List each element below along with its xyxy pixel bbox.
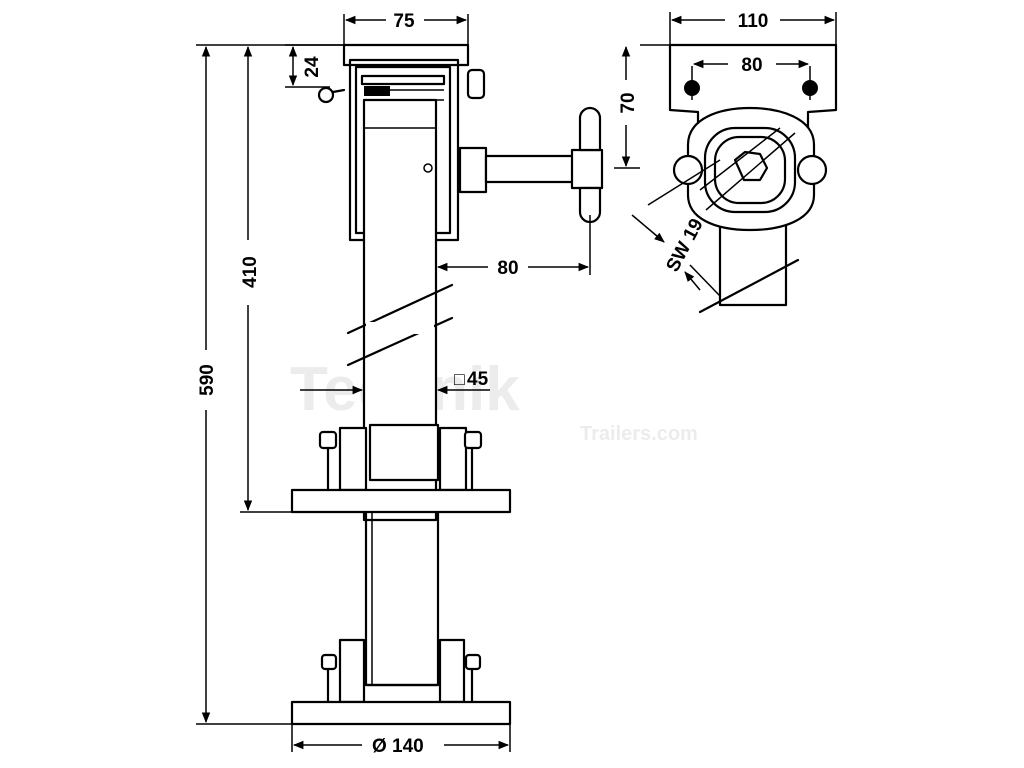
- dim-plate-height-label: 70: [618, 92, 639, 113]
- dim-crank-offset-label: 80: [497, 258, 518, 279]
- foot-base: [290, 638, 512, 726]
- dim-top-width: 75: [343, 11, 469, 45]
- dim-tube-square-label: 45: [467, 369, 489, 390]
- dim-tube-square: □ 45: [300, 369, 490, 395]
- dim-base-diameter: Ø 140: [291, 724, 511, 757]
- dim-plate-width: 110: [669, 11, 837, 45]
- dim-upper-height: 410: [240, 45, 292, 513]
- crank-housing: [672, 106, 828, 232]
- dim-plate-width-label: 110: [738, 11, 769, 32]
- front-view: 110 80 70 SW 19: [614, 11, 838, 314]
- square-symbol: □: [454, 369, 465, 389]
- lower-tube: [364, 423, 440, 687]
- dim-top-offset: 24: [285, 44, 344, 88]
- dim-top-width-label: 75: [393, 11, 415, 32]
- svg-text:Trailers.com: Trailers.com: [580, 423, 698, 445]
- dim-upper-height-label: 410: [240, 256, 261, 288]
- dim-hole-spacing: 80: [692, 55, 810, 76]
- dim-base-diameter-label: 140: [392, 736, 424, 757]
- side-view: 75 24 590 410 80: [196, 11, 604, 757]
- diameter-symbol: Ø: [372, 736, 387, 757]
- dim-wrench-size-label: SW 19: [662, 215, 707, 275]
- upper-mount: [290, 426, 512, 514]
- dim-total-height-label: 590: [197, 364, 218, 396]
- dim-crank-offset: 80: [436, 215, 591, 279]
- dim-plate-height: 70: [614, 44, 836, 169]
- dim-top-offset-label: 24: [302, 56, 323, 78]
- dim-total-height: 590: [196, 44, 344, 725]
- crank-handle: [458, 106, 604, 224]
- dim-hole-spacing-label: 80: [741, 55, 762, 76]
